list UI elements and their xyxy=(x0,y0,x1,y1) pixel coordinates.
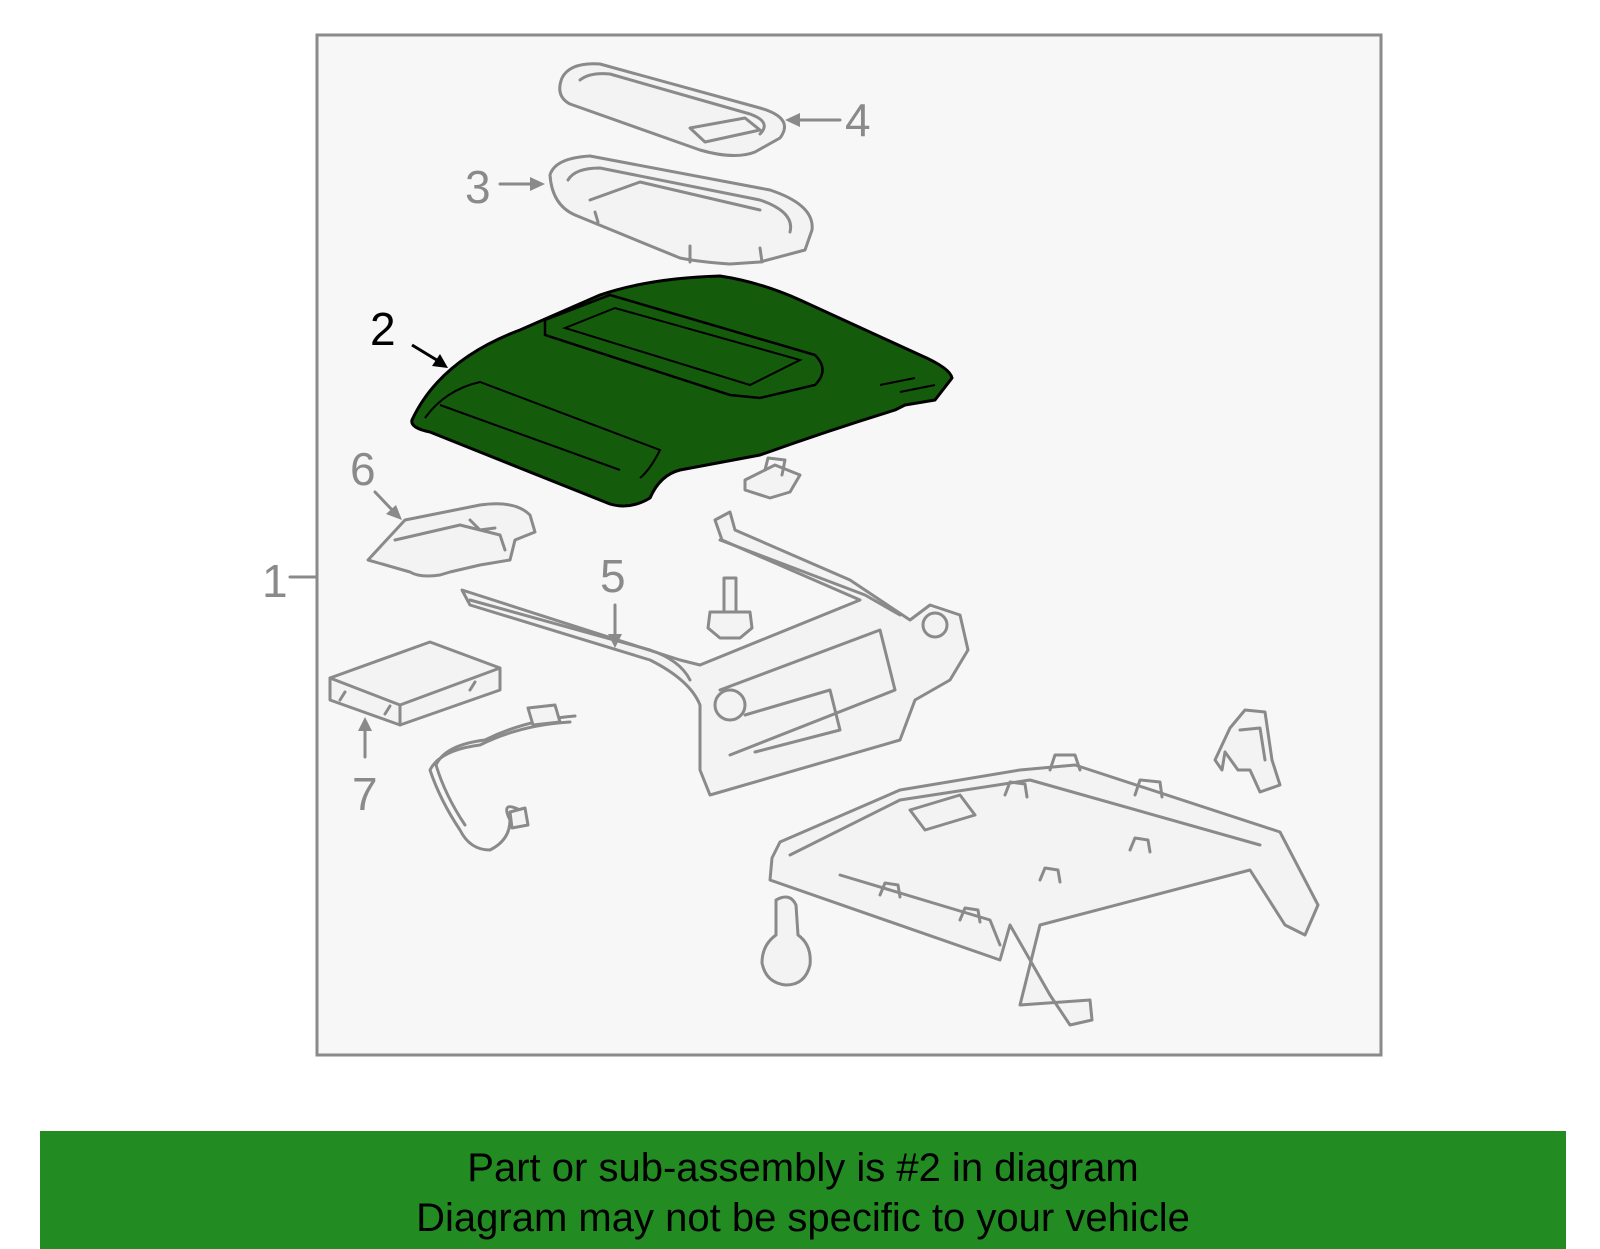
callout-4-arrowhead xyxy=(785,113,800,127)
wire-harness[interactable] xyxy=(428,703,577,852)
bracket-clip[interactable] xyxy=(1213,708,1282,794)
part-6-latch[interactable] xyxy=(366,502,537,578)
callout-2-arrowhead xyxy=(432,354,448,368)
part-3-tray[interactable] xyxy=(548,154,814,266)
console-base[interactable] xyxy=(768,753,1320,1027)
callout-4-label: 4 xyxy=(845,94,871,146)
part-5-hinge-assembly[interactable] xyxy=(460,510,970,797)
push-pin[interactable] xyxy=(760,895,812,987)
callout-3-label: 3 xyxy=(465,161,491,213)
part-4-pad[interactable] xyxy=(558,62,786,157)
caption-banner: Part or sub-assembly is #2 in diagram Di… xyxy=(40,1131,1566,1249)
callout-5-arrowhead xyxy=(608,634,622,648)
callout-2-label: 2 xyxy=(370,303,396,355)
bolt[interactable] xyxy=(706,576,754,640)
callout-6-label: 6 xyxy=(350,443,376,495)
callout-5-label: 5 xyxy=(600,550,626,602)
part-7-module[interactable] xyxy=(328,640,502,727)
caption-line-1: Part or sub-assembly is #2 in diagram xyxy=(467,1146,1139,1190)
callout-2-arrow xyxy=(411,343,441,364)
callout-6-arrowhead xyxy=(386,505,402,520)
caption-line-2: Diagram may not be specific to your vehi… xyxy=(416,1196,1190,1240)
clip-nut[interactable] xyxy=(743,456,802,500)
callout-1-label: 1 xyxy=(262,555,288,607)
callout-7-arrowhead xyxy=(358,717,372,731)
callout-3-arrowhead xyxy=(530,177,545,191)
callout-7-label: 7 xyxy=(352,768,378,820)
part-2-lid-highlighted[interactable] xyxy=(410,274,954,508)
